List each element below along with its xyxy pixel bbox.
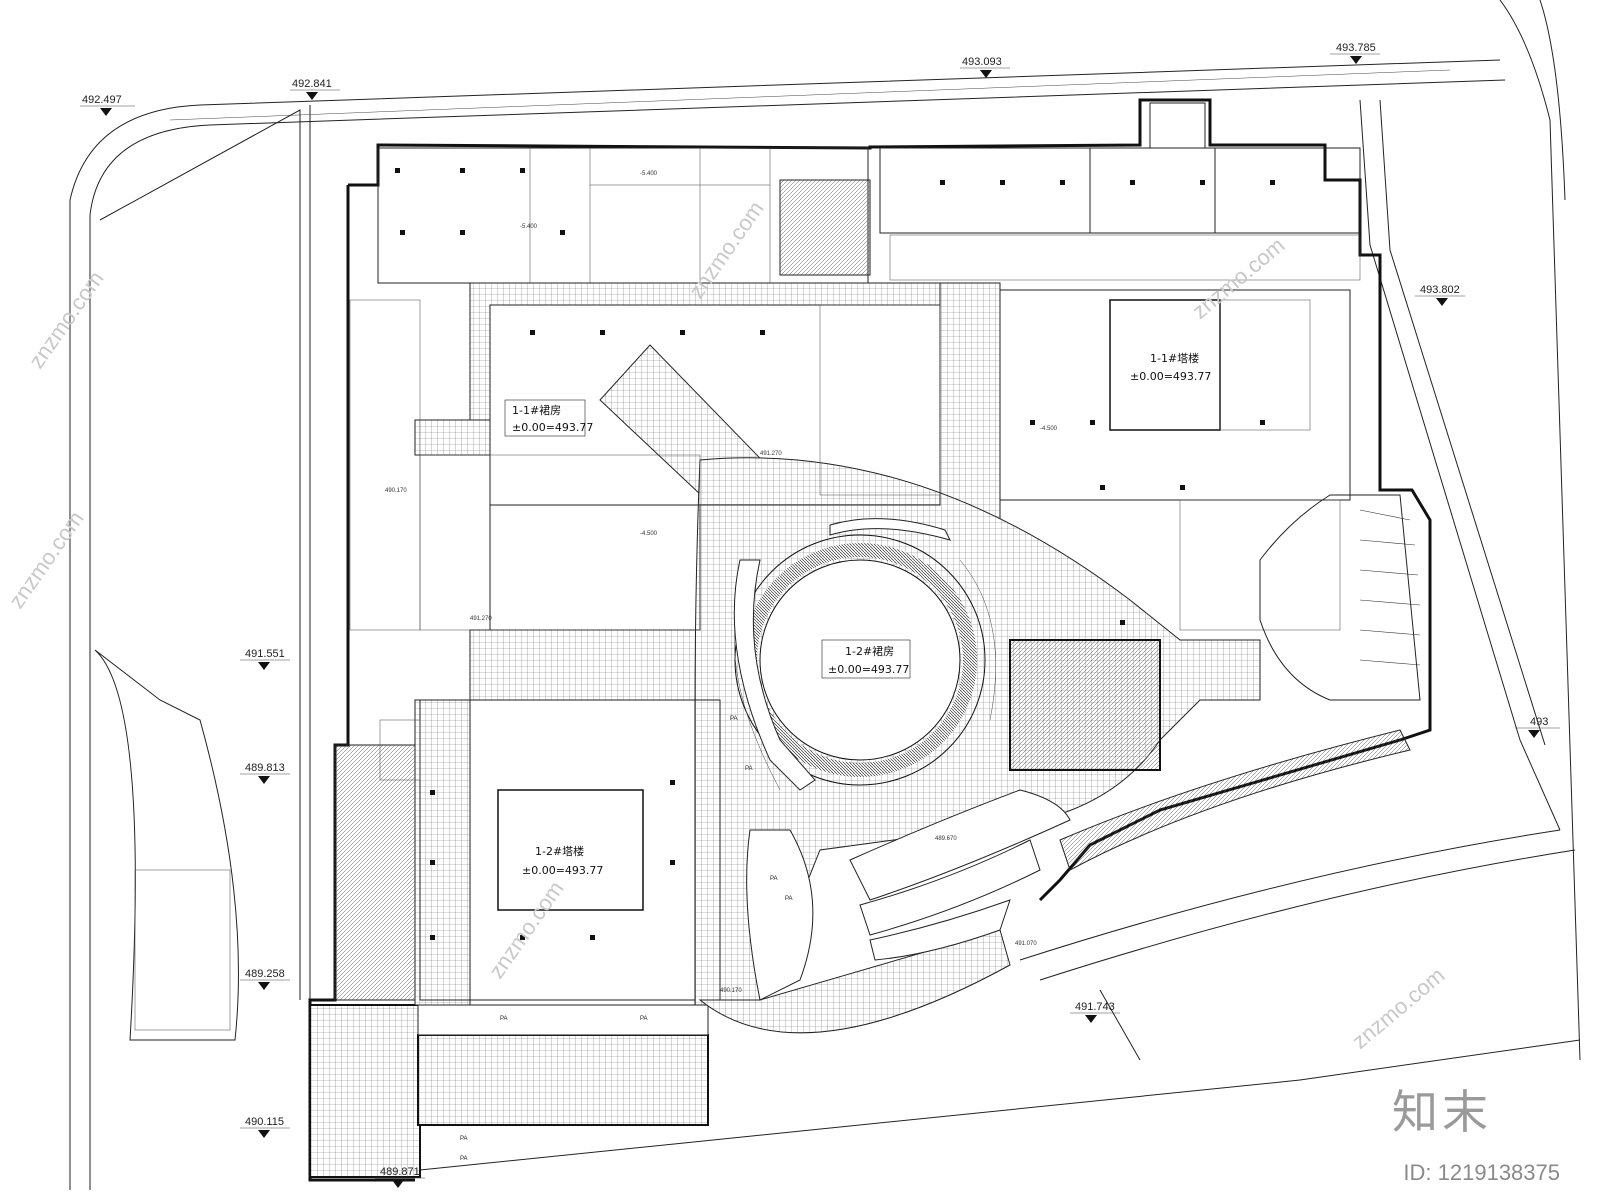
svg-text:492.497: 492.497: [82, 94, 122, 106]
parking-label: PA: [785, 896, 793, 902]
spot-level: -5.400: [520, 224, 538, 230]
svg-text:493: 493: [1530, 716, 1548, 728]
elevation-marker: 491.551: [240, 648, 290, 670]
elevation-marker: 489.871: [375, 1166, 425, 1188]
watermark-text: znzmo.com: [4, 506, 89, 612]
elevation-marker: 493.093: [960, 56, 1010, 78]
svg-text:489.258: 489.258: [245, 968, 285, 980]
spot-level: 491.270: [470, 616, 492, 622]
elevation-marker: 489.258: [240, 968, 290, 990]
block-datum: ±0.00=493.77: [828, 663, 909, 676]
parking-label: PA: [640, 1016, 648, 1022]
elevation-marker: 492.497: [80, 94, 135, 116]
left-planter-strip: [94, 109, 301, 1041]
parking-label: PA: [745, 766, 753, 772]
image-id-label: ID: 1219138375: [1403, 1160, 1560, 1185]
spot-level: -4.500: [640, 531, 658, 537]
parking-label: PA: [730, 716, 738, 722]
block-datum: ±0.00=493.77: [1130, 370, 1211, 383]
parking-label: PA: [460, 1136, 468, 1142]
north-rooms: [377, 102, 1361, 284]
elevation-marker: 489.813: [240, 762, 290, 784]
elevation-marker: 493.802: [1415, 284, 1465, 306]
svg-text:489.871: 489.871: [380, 1166, 420, 1178]
svg-text:493.785: 493.785: [1336, 42, 1376, 54]
spot-level: 491.070: [1015, 941, 1037, 947]
svg-text:489.813: 489.813: [245, 762, 285, 774]
spot-level: -4.500: [1040, 426, 1058, 432]
watermark-text: znzmo.com: [1347, 962, 1449, 1053]
block-name: 1-2#塔楼: [535, 844, 584, 858]
svg-text:492.841: 492.841: [292, 78, 332, 90]
structural-columns: [395, 168, 1275, 940]
block-name: 1-2#裙房: [845, 645, 894, 658]
block-name: 1-1#塔楼: [1150, 351, 1199, 365]
svg-text:490.115: 490.115: [245, 1116, 284, 1128]
svg-text:493.802: 493.802: [1420, 284, 1460, 296]
watermark-text: znzmo.com: [24, 266, 109, 372]
watermark-text: znzmo.com: [484, 876, 569, 982]
brand-logo: 知末: [1392, 1085, 1492, 1139]
inner-rooms: [349, 289, 1351, 1001]
spot-level: 491.270: [760, 451, 782, 457]
parking-label: PA: [500, 1016, 508, 1022]
svg-text:493.093: 493.093: [962, 56, 1002, 68]
block-name: 1-1#裙房: [512, 404, 561, 417]
spot-level: 489.670: [935, 836, 957, 842]
block-datum: ±0.00=493.77: [522, 864, 603, 877]
parking-label: PA: [770, 876, 778, 882]
watermark-text: znzmo.com: [1187, 232, 1289, 323]
spot-level: 490.170: [385, 488, 407, 494]
elevation-marker: 493.785: [1330, 42, 1380, 64]
drop-off-lanes: [746, 494, 1421, 1001]
elevation-markers: 492.497 492.841 493.093 493.785 493.802 …: [80, 42, 1560, 1188]
spot-level: 490.170: [720, 988, 742, 994]
parking-label: PA: [460, 1156, 468, 1162]
block-labels: 1-1#裙房 ±0.00=493.77 1-2#裙房 ±0.00=493.77 …: [504, 351, 1211, 877]
block-datum: ±0.00=493.77: [512, 421, 593, 434]
svg-text:491.551: 491.551: [245, 648, 285, 660]
spot-levels: -5.400 -5.400 -4.500 -4.500 491.270 491.…: [385, 171, 1058, 994]
elevation-marker: 492.841: [290, 78, 340, 100]
spot-level: -5.400: [640, 171, 658, 177]
svg-text:491.743: 491.743: [1075, 1001, 1115, 1013]
elevation-marker: 491.743: [1070, 1001, 1120, 1023]
parking-labels: PA PA PA PA PA PA PA PA: [460, 716, 793, 1162]
building-outline: [308, 98, 1432, 1182]
elevation-marker: 493: [1515, 716, 1560, 738]
elevation-marker: 490.115: [240, 1116, 290, 1138]
